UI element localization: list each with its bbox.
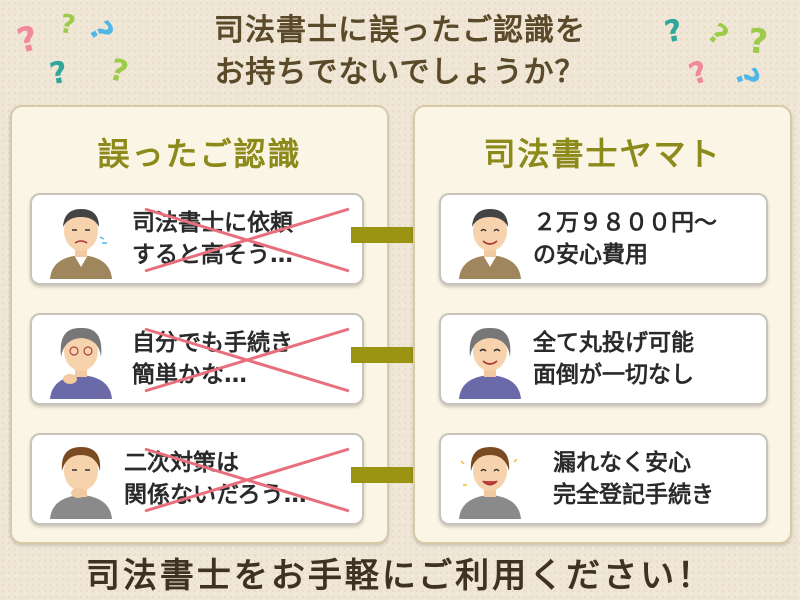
misconception-panel: 誤ったご認識 司法書士に依頼 すると高そう…	[10, 105, 389, 544]
question-mark-icon: ?	[746, 21, 770, 63]
page-title: 司法書士に誤ったご認識を お持ちでないでしょうか？	[130, 10, 670, 94]
question-mark-icon: ?	[13, 18, 43, 62]
misconception-card-secondary: 二次対策は 関係ないだろう…	[30, 433, 364, 525]
benefit-card-complete: 漏れなく安心 完全登記手続き	[439, 433, 768, 525]
footer-call-to-action: 司法書士をお手軽にご利用ください！	[85, 556, 715, 596]
question-mark-icon: ?	[47, 54, 71, 93]
benefit-text: 全て丸投げ可能 面倒が一切なし	[533, 330, 694, 388]
cheerful-man-avatar-icon	[459, 447, 521, 519]
question-mark-icon: ?	[105, 52, 132, 91]
question-mark-icon: ?	[701, 16, 735, 53]
question-mark-icon: ?	[81, 15, 121, 48]
misconception-card-cost: 司法書士に依頼 すると高そう…	[30, 193, 364, 285]
yamato-panel-title: 司法書士ヤマト	[483, 135, 722, 173]
title-line-2: お持ちでないでしょうか？	[214, 55, 586, 90]
happy-woman-avatar-icon	[459, 327, 521, 399]
benefit-text: ２万９８００円～ の安心費用	[533, 210, 717, 268]
pondering-man-avatar-icon	[50, 447, 112, 519]
question-mark-icon: ?	[727, 63, 767, 92]
benefit-card-cost: ２万９８００円～ の安心費用	[439, 193, 768, 285]
question-mark-icon: ?	[684, 54, 713, 93]
smiling-man-avatar-icon	[459, 209, 521, 279]
misconception-text: 司法書士に依頼 すると高そう…	[132, 210, 293, 268]
yamato-panel: 司法書士ヤマト ２万９８００円～ の安心費用 全て丸投げ可能 面倒が一切なし	[413, 105, 792, 544]
thinking-woman-avatar-icon	[50, 327, 112, 399]
question-mark-icon: ?	[57, 8, 78, 42]
misconception-text: 二次対策は 関係ないだろう…	[124, 450, 307, 508]
benefit-text: 漏れなく安心 完全登記手続き	[553, 450, 714, 508]
benefit-card-delegate: 全て丸投げ可能 面倒が一切なし	[439, 313, 768, 405]
worried-man-avatar-icon	[50, 209, 112, 279]
misconception-card-diy: 自分でも手続き 簡単かな…	[30, 313, 364, 405]
misconception-panel-title: 誤ったご認識	[97, 135, 302, 173]
title-line-1: 司法書士に誤ったご認識を	[214, 13, 586, 48]
misconception-text: 自分でも手続き 簡単かな…	[132, 330, 293, 388]
